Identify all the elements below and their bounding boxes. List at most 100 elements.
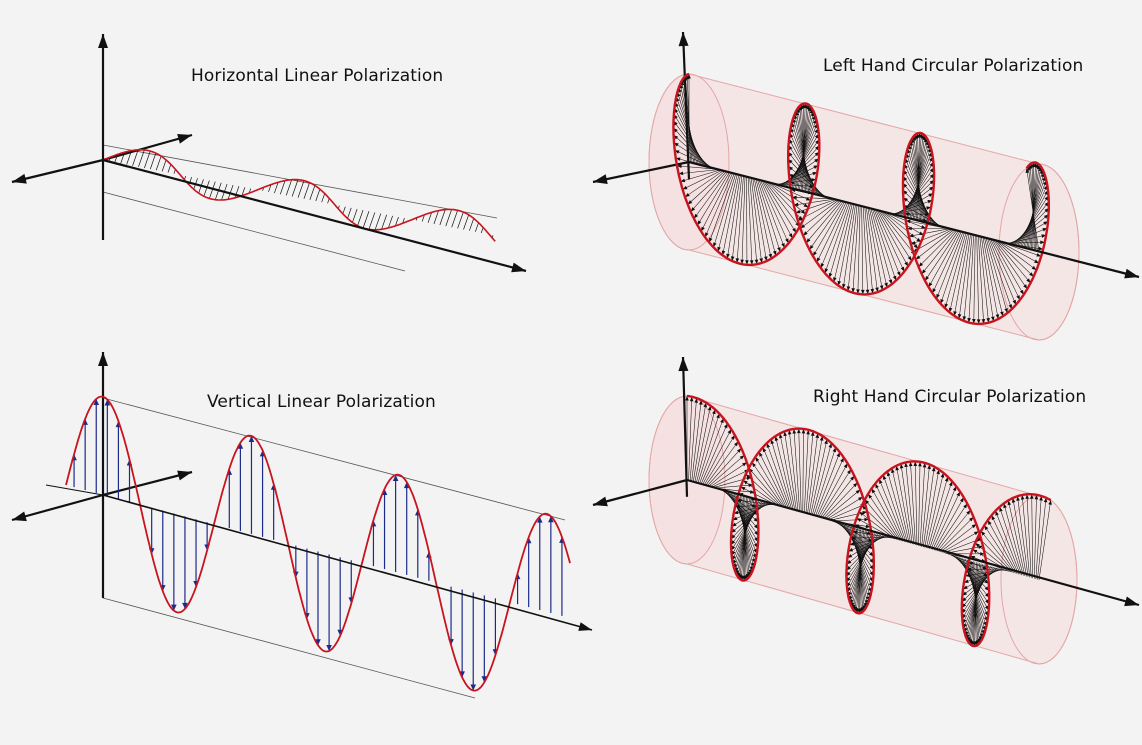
field-vector [995, 240, 1031, 284]
field-vector [790, 127, 817, 195]
field-vector [848, 536, 886, 552]
wave-curve [65, 395, 571, 692]
field-vector [469, 218, 475, 231]
field-vector [1037, 497, 1047, 580]
field-vector [875, 483, 904, 542]
field-vector [699, 418, 724, 484]
field-vector [878, 478, 905, 542]
field-vector [980, 530, 1015, 574]
field-vector-head [740, 259, 744, 265]
field-vector [881, 211, 919, 249]
field-vector [732, 503, 771, 521]
field-vector-head [986, 318, 990, 323]
field-vector-head [730, 256, 735, 261]
field-vector-head [981, 319, 986, 324]
left-hand-circular-polarization-panel: Left Hand Circular Polarization [571, 0, 1142, 345]
field-vector-head [743, 480, 748, 485]
field-vector [120, 152, 125, 164]
field-vector [708, 454, 745, 487]
field-vector [315, 189, 321, 202]
field-vector [872, 209, 897, 281]
field-vector-head [806, 238, 811, 243]
field-vector [138, 149, 145, 167]
z-axis-arrow-head [177, 133, 192, 144]
field-vector-head [973, 531, 979, 536]
z-axis-arrow-head [177, 470, 192, 481]
propagation-axis-arrow-head [578, 622, 592, 631]
field-vector [439, 209, 446, 226]
field-vector-arrow-head [548, 516, 554, 523]
field-vector [926, 472, 944, 549]
field-vector [982, 237, 999, 320]
field-vector [741, 176, 746, 265]
field-vector-head [865, 289, 870, 295]
field-vector [445, 209, 452, 227]
field-vector-head [792, 227, 797, 233]
field-vector [722, 174, 740, 256]
field-vector-head [745, 573, 750, 579]
field-vector [788, 429, 799, 512]
field-vector-head [759, 451, 763, 457]
field-vector-head [871, 488, 876, 494]
field-vector-head [683, 76, 688, 81]
field-vector [908, 144, 928, 224]
field-vector [985, 238, 1008, 314]
field-vector [810, 439, 828, 516]
field-vector-head [701, 226, 705, 232]
field-vector [876, 210, 909, 267]
field-vector-head [882, 474, 887, 480]
field-vector [822, 482, 858, 519]
field-vector [937, 509, 971, 552]
field-vector [691, 400, 702, 482]
field-vector-head [734, 441, 739, 447]
field-vector [999, 506, 1023, 576]
field-vector-head [908, 461, 913, 467]
field-vector-head [798, 105, 802, 111]
x-axis-arrow [11, 493, 104, 522]
field-vector [900, 463, 913, 545]
field-vector [1034, 494, 1037, 579]
field-vector [867, 493, 900, 541]
field-vector [303, 182, 310, 199]
field-vector [794, 114, 813, 194]
field-vector-arrow-head [248, 435, 255, 442]
field-vector [978, 236, 984, 324]
field-vector-head [850, 536, 856, 540]
field-vector-head [709, 237, 713, 243]
field-vector-head [981, 530, 986, 536]
field-vector [717, 174, 738, 252]
field-vector [805, 431, 814, 514]
field-vector [203, 180, 210, 197]
field-vector-head [736, 448, 742, 453]
field-vector-head [952, 486, 957, 492]
field-vector [1003, 503, 1024, 576]
x-axis-arrow [11, 158, 104, 184]
field-vector-head [781, 242, 785, 248]
field-vector-head [918, 461, 922, 467]
field-vector [896, 465, 911, 544]
field-vector-head [963, 503, 968, 509]
field-vector [882, 474, 907, 543]
field-vector-head [1031, 265, 1037, 271]
field-vector-head [972, 549, 978, 554]
field-vector [998, 241, 1037, 271]
field-vector [752, 178, 767, 262]
field-vector [227, 184, 234, 200]
field-vector-head [1027, 165, 1031, 171]
field-vector-head [806, 429, 810, 435]
left-hand-circular-title: Left Hand Circular Polarization [823, 56, 1084, 76]
field-vector-head [1036, 253, 1042, 257]
field-vector-head [745, 474, 751, 479]
field-vector [820, 202, 848, 269]
field-vector-head [904, 261, 909, 267]
field-vector-head [824, 268, 829, 274]
field-vector-head [694, 398, 699, 403]
field-vector [816, 202, 847, 263]
field-vector [766, 442, 791, 510]
field-vector-head [892, 275, 897, 281]
field-vector [905, 462, 915, 545]
field-vector [362, 211, 370, 229]
field-vector-head [864, 499, 870, 505]
field-vector [838, 204, 855, 286]
field-vector [944, 233, 967, 309]
